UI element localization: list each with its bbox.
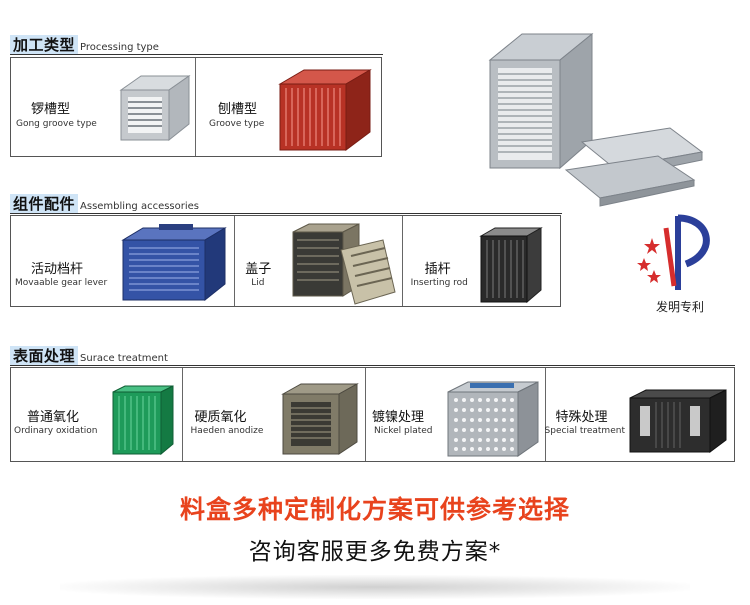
item-name-en: Inserting rod	[410, 278, 468, 288]
section-header: 加工类型 Processing type	[10, 33, 159, 55]
hero-box-and-lids-image	[488, 32, 704, 207]
surface-treatment-panel: 普通氧化 Ordinary oxidation 硬质氧化 Haeden anod…	[10, 367, 735, 462]
item-name-cn: 镀镍处理	[372, 410, 425, 425]
section-underline	[10, 54, 383, 55]
item-name-en: Special treatment	[544, 426, 625, 436]
card-nickel-plated[interactable]: 镀镍处理 Nickel plated	[366, 368, 546, 461]
patent-badge: 发明专利	[630, 212, 730, 322]
patent-logo-icon	[637, 214, 710, 290]
consult-slogan[interactable]: 咨询客服更多免费方案*	[248, 539, 502, 565]
section-header: 表面处理 Surace treatment	[10, 344, 168, 366]
assembling-accessories-panel: 活动档杆 Movaable gear lever 盖子 Lid	[10, 215, 561, 307]
floor-shadow	[60, 575, 690, 599]
item-name-cn: 锣槽型	[31, 102, 71, 117]
card-ordinary-oxidation[interactable]: 普通氧化 Ordinary oxidation	[11, 368, 183, 461]
item-name-cn: 盖子	[245, 262, 272, 277]
lid-box-image	[292, 223, 396, 305]
item-name-cn: 普通氧化	[27, 410, 80, 425]
groove-box-image	[278, 69, 372, 151]
item-name-en: Ordinary oxidation	[14, 426, 98, 436]
patent-label: 发明专利	[655, 300, 704, 314]
green-box-image	[112, 385, 174, 456]
item-name-cn: 特殊处理	[555, 410, 608, 425]
section-title: 组件配件	[10, 194, 79, 214]
item-name-en: Gong groove type	[16, 119, 97, 129]
item-name-en: Movaable gear lever	[15, 278, 108, 288]
item-name-en: Haeden anodize	[190, 426, 264, 436]
section-title: 加工类型	[10, 35, 79, 55]
card-hard-anodize[interactable]: 硬质氧化 Haeden anodize	[183, 368, 367, 461]
item-name-en: Groove type	[209, 119, 265, 129]
headline-slogan: 料盒多种定制化方案可供参考选择	[179, 495, 570, 524]
nickel-plated-box-image	[447, 381, 539, 457]
card-groove[interactable]: 刨槽型 Groove type	[196, 58, 381, 156]
section-assembling-accessories: 组件配件 Assembling accessories	[10, 192, 562, 214]
card-lid[interactable]: 盖子 Lid	[235, 216, 403, 306]
section-processing-type: 加工类型 Processing type	[10, 33, 383, 55]
section-underline	[10, 213, 562, 214]
section-title: 表面处理	[10, 346, 79, 366]
item-name-en: Lid	[251, 278, 265, 288]
section-subtitle: Assembling accessories	[80, 201, 200, 212]
item-name-cn: 活动档杆	[31, 262, 84, 277]
section-subtitle: Surace treatment	[80, 353, 168, 364]
processing-type-panel: 锣槽型 Gong groove type 刨槽型 Groove type	[10, 57, 382, 157]
gear-lever-box-image	[121, 224, 227, 302]
section-underline	[10, 365, 735, 366]
card-inserting-rod[interactable]: 插杆 Inserting rod	[403, 216, 560, 306]
section-surface-treatment: 表面处理 Surace treatment	[10, 344, 735, 366]
special-treatment-box-image	[629, 389, 727, 453]
section-subtitle: Processing type	[80, 42, 159, 53]
hard-anodize-box-image	[280, 383, 359, 455]
item-name-cn: 插杆	[424, 262, 451, 277]
card-special-treatment[interactable]: 特殊处理 Special treatment	[544, 368, 734, 461]
gong-groove-box-image	[119, 75, 191, 142]
card-gong-groove[interactable]: 锣槽型 Gong groove type	[11, 58, 196, 156]
section-header: 组件配件 Assembling accessories	[10, 192, 199, 214]
inserting-rod-box-image	[478, 227, 543, 304]
item-name-en: Nickel plated	[374, 426, 433, 436]
item-name-cn: 刨槽型	[218, 102, 258, 117]
card-movable-gear-lever[interactable]: 活动档杆 Movaable gear lever	[11, 216, 236, 306]
item-name-cn: 硬质氧化	[194, 410, 247, 425]
